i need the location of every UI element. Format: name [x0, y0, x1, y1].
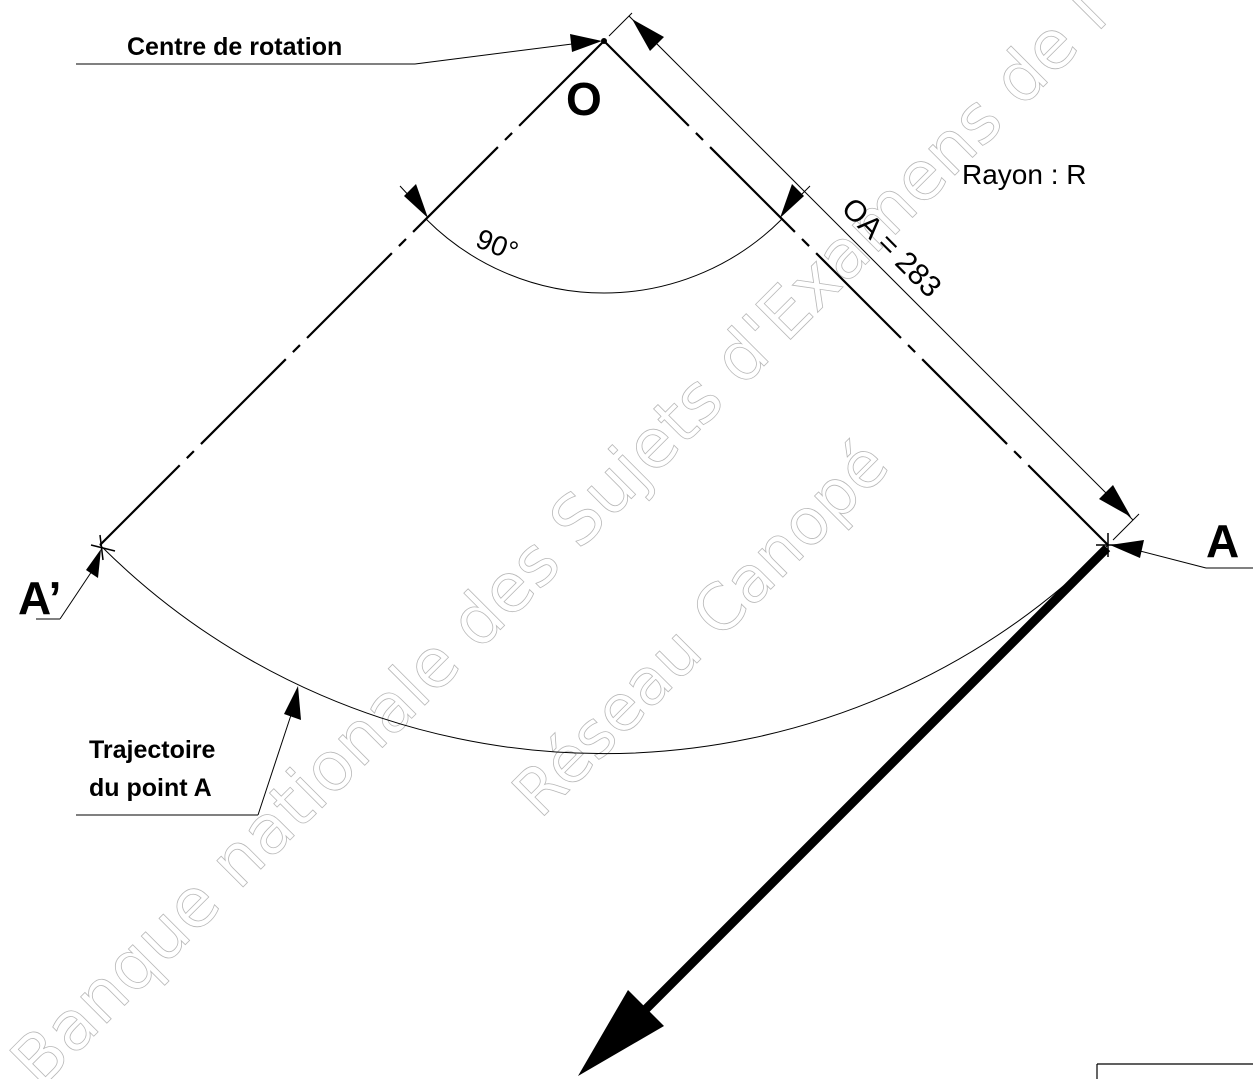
velocity-vector-arrowhead [578, 990, 664, 1076]
dimension-line-oa [628, 15, 1134, 521]
point-a-prime-arrowhead [86, 549, 101, 578]
center-rotation-label: Centre de rotation [127, 33, 342, 61]
centerline-oa-prime [99, 40, 605, 546]
velocity-vector [578, 544, 1111, 1076]
angle-arrowhead-right [780, 184, 804, 218]
angle-arrowhead-left [404, 184, 428, 218]
velocity-vector-shaft [634, 544, 1111, 1021]
title-block-corner [1096, 1063, 1253, 1079]
trajectory-arrowhead [284, 686, 301, 720]
trajectory-arc [99, 544, 1109, 755]
point-a-leader [1110, 540, 1253, 569]
center-point-o [601, 38, 607, 44]
trajectory-leader [76, 686, 301, 816]
angle-arc [425, 218, 783, 294]
point-a-prime-marker [90, 534, 116, 561]
point-a-prime-label: A’ [18, 572, 61, 624]
point-a-prime-leader [36, 549, 101, 620]
point-o-label: O [566, 73, 602, 125]
centerline-oa [603, 40, 1109, 546]
center-rotation-leader [76, 34, 602, 65]
dimension-arrowhead-top [632, 19, 664, 51]
extension-line-a [1112, 513, 1140, 541]
radius-label: Rayon : R [962, 159, 1087, 190]
angle-label: 90° [472, 223, 523, 268]
trajectory-label-line1: Trajectoire [89, 736, 216, 764]
point-a-arrowhead [1110, 540, 1144, 558]
trajectory-label-line2: du point A [89, 774, 212, 802]
point-a-label: A [1206, 515, 1239, 567]
angle-dimension: 90° [399, 184, 811, 294]
dimension-arrowhead-bottom [1099, 485, 1131, 517]
extension-line-o [608, 12, 633, 37]
center-rotation-arrowhead [570, 34, 602, 52]
